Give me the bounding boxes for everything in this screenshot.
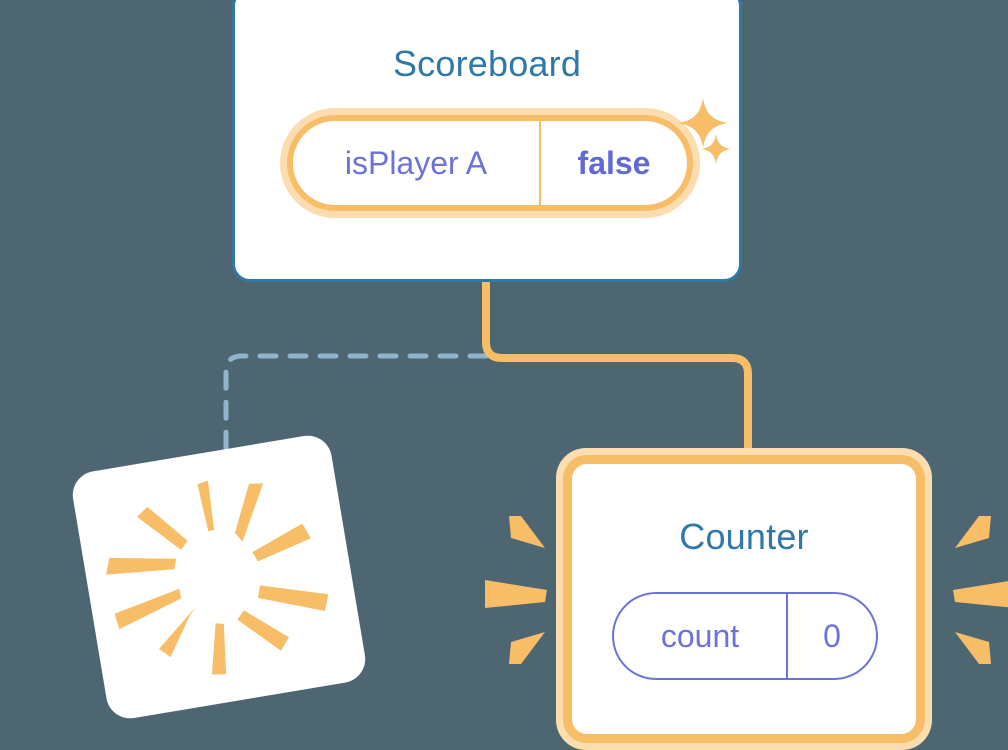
scoreboard-state-pill-inner: isPlayer A false — [287, 115, 693, 211]
connector-scoreboard-to-counter — [482, 282, 752, 458]
flash-card-burst-icon — [106, 480, 329, 675]
scoreboard-state-value: false — [577, 144, 651, 181]
sparkle-small-icon — [700, 133, 732, 165]
counter-card[interactable]: Counter count 0 — [556, 448, 932, 750]
counter-state-value: 0 — [823, 617, 841, 654]
flash-card[interactable] — [69, 432, 369, 722]
counter-state-key: count — [614, 594, 788, 678]
scoreboard-state-key: isPlayer A — [293, 121, 541, 205]
scoreboard-card[interactable]: Scoreboard isPlayer A false — [232, 0, 742, 282]
counter-state-pill[interactable]: count 0 — [612, 592, 878, 680]
sparkle-large-icon — [676, 96, 730, 150]
scoreboard-title: Scoreboard — [392, 43, 582, 84]
counter-card-inner: Counter count 0 — [563, 455, 925, 743]
counter-right-burst-icon — [953, 516, 1008, 664]
scoreboard-state-pill[interactable]: isPlayer A false — [280, 108, 700, 218]
counter-title: Counter — [679, 516, 809, 557]
counter-left-burst-icon — [485, 516, 547, 664]
